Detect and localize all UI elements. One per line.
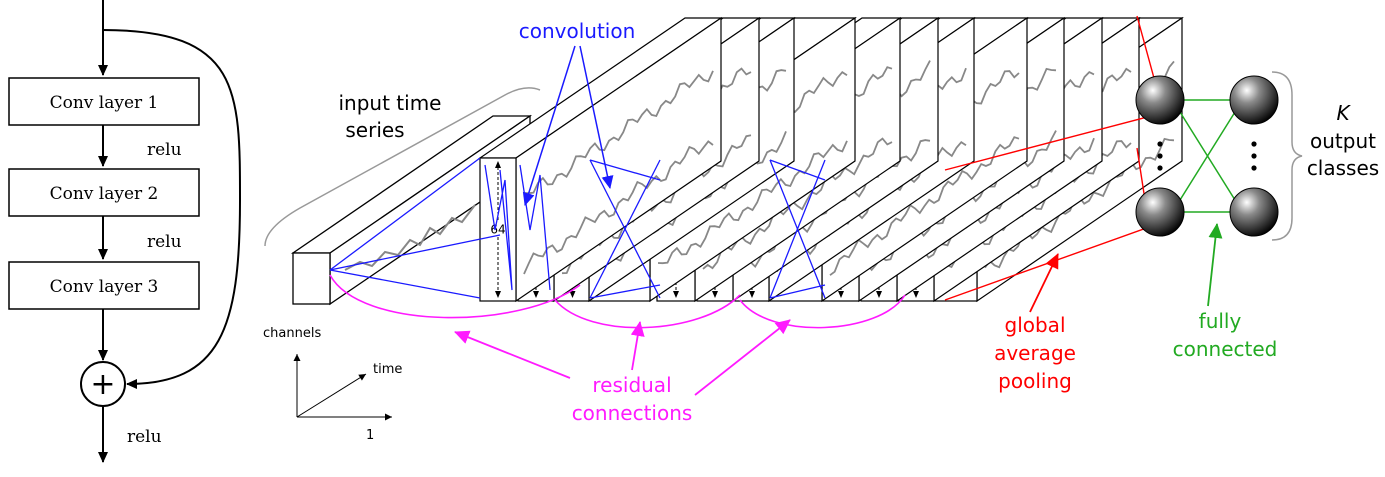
output-neuron-top — [1229, 75, 1279, 125]
sum-symbol: + — [90, 367, 115, 402]
residual-block: Conv layer 1 relu Conv layer 2 relu Conv… — [8, 0, 242, 463]
conv-layer-3-label: Conv layer 3 — [50, 277, 159, 297]
relu-label-3: relu — [127, 427, 162, 447]
time-axis-label: time — [373, 362, 402, 377]
residual-arrow-2 — [630, 321, 645, 371]
input-brace — [264, 87, 541, 247]
gap-arrow — [1029, 253, 1059, 313]
axes-legend — [293, 354, 392, 421]
residual-arrow-1 — [454, 330, 571, 379]
output-neuron-bottom — [1229, 187, 1279, 237]
input-front-face — [292, 252, 331, 305]
convolution-arrow-right — [579, 45, 614, 189]
gap-label-line3: pooling — [998, 369, 1072, 393]
skip-connection — [102, 29, 242, 389]
conv-layer-2-box — [8, 168, 200, 217]
gap-label-line2: average — [994, 341, 1076, 365]
input-neuron-bottom — [1135, 187, 1185, 237]
input-neuron-top — [1135, 75, 1185, 125]
fc-arrow — [1207, 223, 1223, 307]
conv-layer-2-label: Conv layer 2 — [50, 184, 159, 204]
one-axis-label: 1 — [366, 428, 374, 443]
output-label-line1: output — [1310, 129, 1376, 153]
relu-label-2: relu — [147, 232, 182, 252]
conv-layer-3-box — [8, 261, 200, 310]
block1-slab-1-channels: 64 — [490, 223, 505, 237]
relu-label-1: relu — [147, 140, 182, 160]
block1-slab-1: 64 — [478, 16, 723, 303]
fc-label-line1: fully — [1199, 309, 1242, 333]
input-label-line1: input time — [339, 91, 442, 115]
time-axis — [296, 373, 367, 418]
output-brace — [1271, 71, 1303, 241]
conv-layer-1-label: Conv layer 1 — [50, 93, 159, 113]
feature-maps: 128128128128128128646464 — [478, 16, 1184, 303]
channels-axis-label: channels — [263, 326, 321, 341]
residual-label-line2: connections — [572, 401, 693, 425]
input-label-line2: series — [345, 118, 404, 142]
convolution-lines — [329, 157, 826, 299]
residual-arcs — [329, 274, 906, 329]
gap-label-line1: global — [1005, 313, 1066, 337]
output-label-line2: classes — [1307, 156, 1379, 180]
residual-label-line1: residual — [592, 373, 671, 397]
dense-layer — [1135, 71, 1303, 241]
fc-label-line2: connected — [1173, 337, 1278, 361]
residual-arrow-3 — [694, 319, 791, 396]
convolution-label: convolution — [519, 19, 636, 43]
output-k: K — [1336, 101, 1351, 125]
convolution-arrow-left — [522, 45, 576, 206]
